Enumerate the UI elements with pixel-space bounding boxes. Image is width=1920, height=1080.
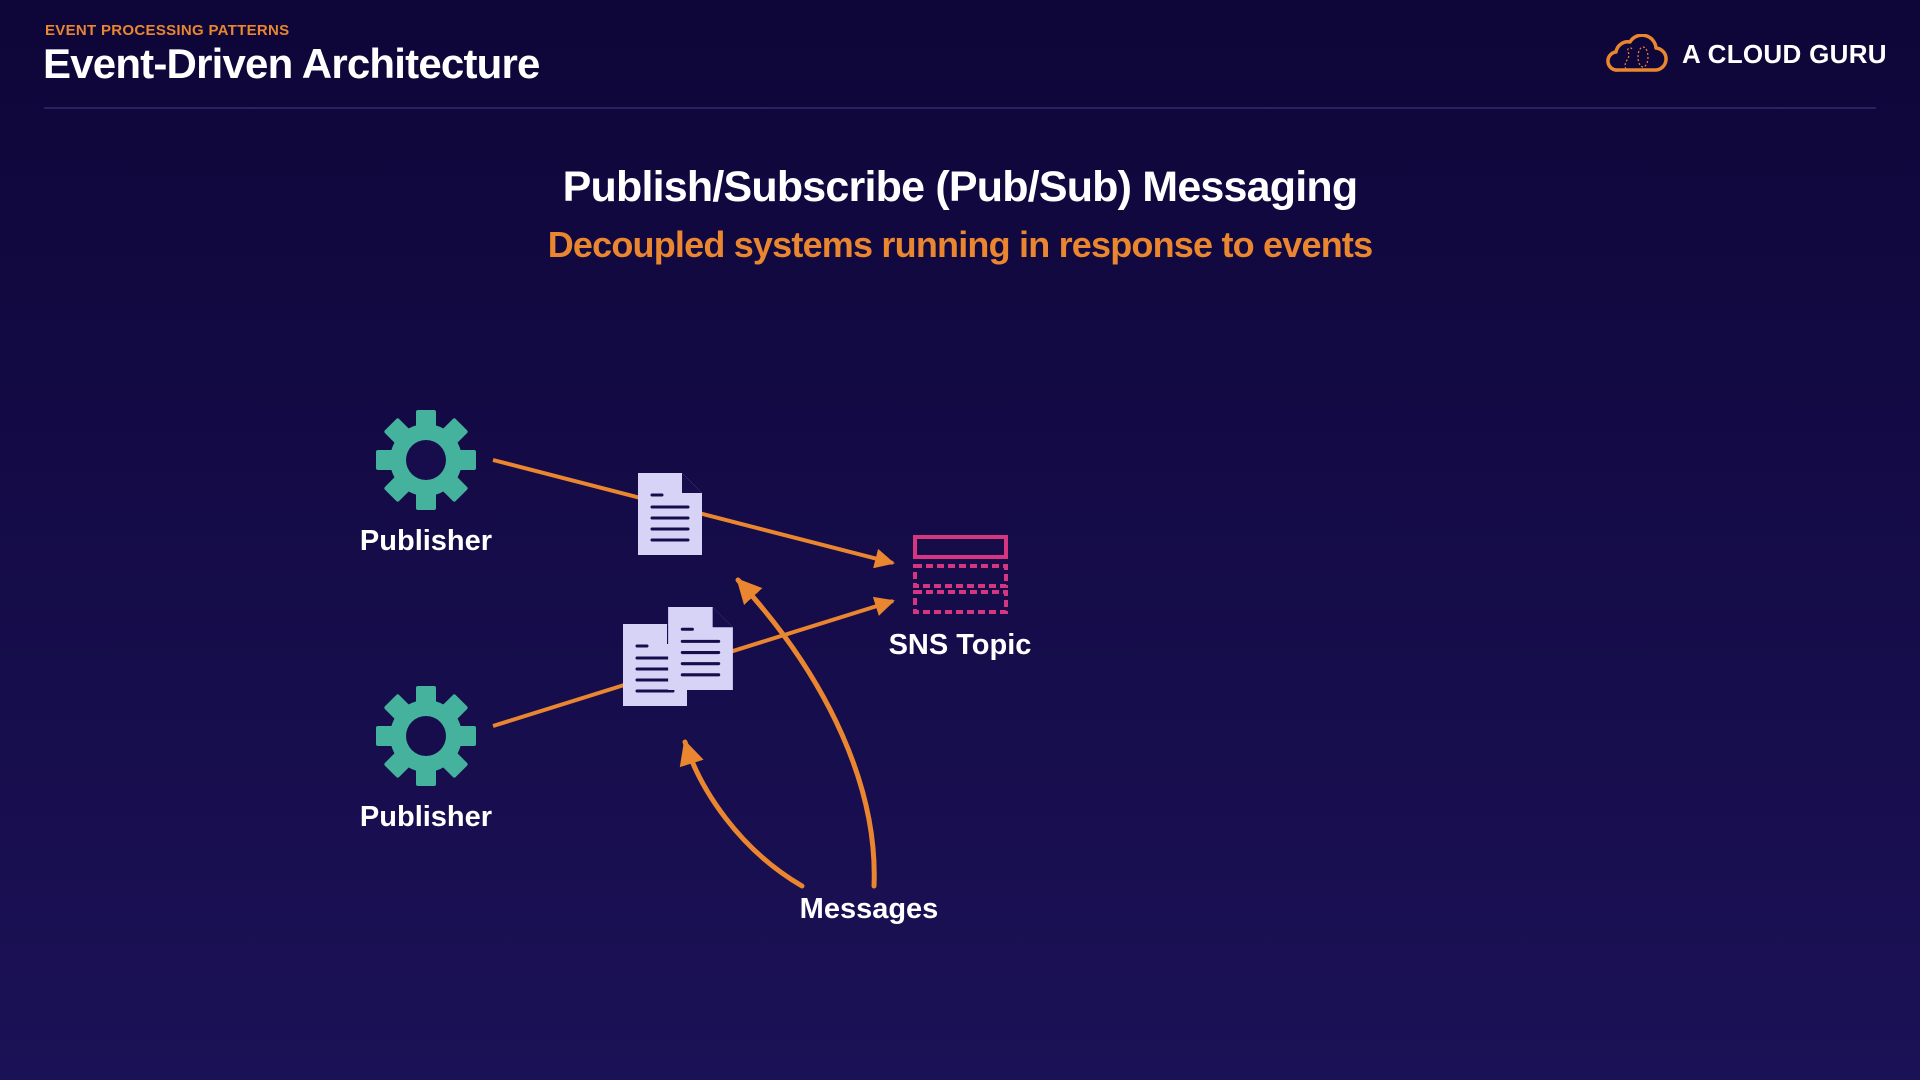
sns-topic-label: SNS Topic bbox=[888, 629, 1032, 661]
brand-logo: A CLOUD GURU bbox=[1604, 34, 1887, 74]
slide-subtitle: Decoupled systems running in response to… bbox=[547, 224, 1373, 265]
header-divider bbox=[44, 107, 1876, 109]
gear-icon bbox=[355, 389, 496, 530]
page-title: Event-Driven Architecture bbox=[43, 40, 540, 87]
cloud-icon bbox=[1606, 34, 1668, 72]
brand-name: A CLOUD GURU bbox=[1682, 38, 1887, 69]
gear-icon bbox=[355, 665, 496, 806]
sns-topic-icon bbox=[913, 535, 1008, 614]
publisher-2-label: Publisher bbox=[359, 801, 493, 833]
slide-heading: Publish/Subscribe (Pub/Sub) Messaging bbox=[562, 163, 1358, 211]
document-icon bbox=[638, 473, 702, 555]
messages-label: Messages bbox=[799, 893, 939, 925]
section-category: EVENT PROCESSING PATTERNS bbox=[45, 22, 290, 39]
messages-arrow-multiple bbox=[679, 739, 805, 889]
publisher-1-label: Publisher bbox=[359, 525, 493, 557]
documents-icon bbox=[623, 607, 733, 706]
messages-arrow-single bbox=[735, 577, 877, 889]
